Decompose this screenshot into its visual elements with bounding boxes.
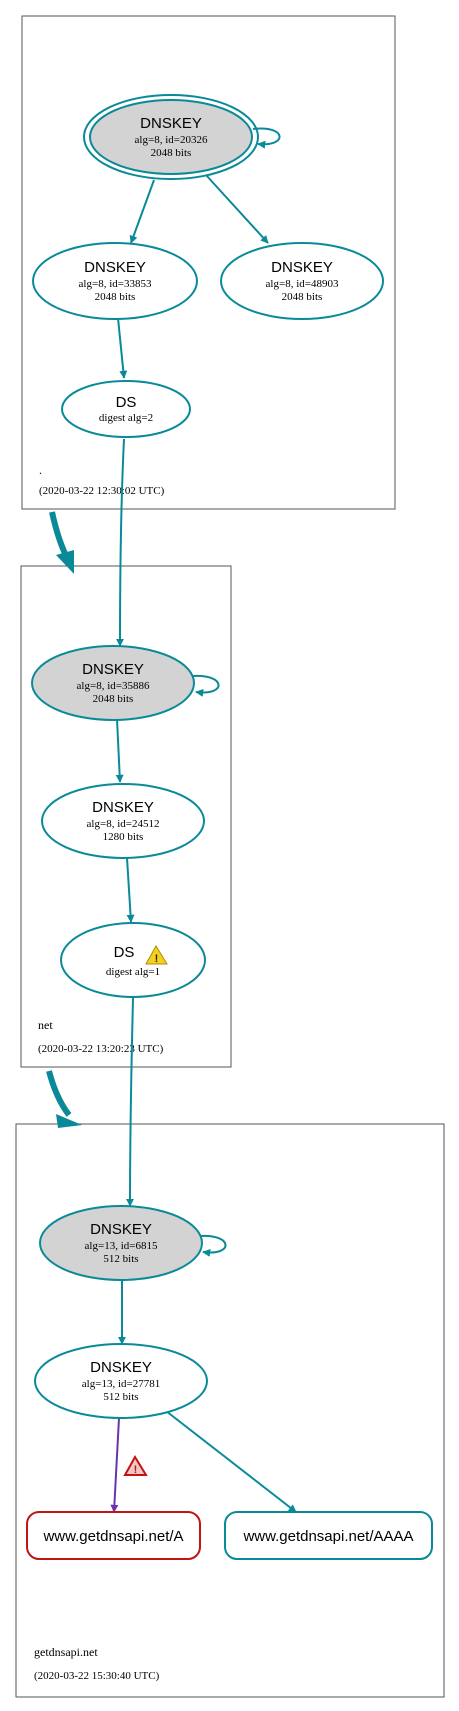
node-root-zsk1-line2: 2048 bits <box>95 291 136 303</box>
node-root-ksk-title: DNSKEY <box>140 115 202 132</box>
svg-text:!: ! <box>155 953 159 965</box>
node-rr-a-label: www.getdnsapi.net/A <box>42 1528 183 1545</box>
edge-root-ds-net-ksk <box>116 438 125 647</box>
node-net-ds-line1: digest alg=1 <box>106 966 160 978</box>
delegation-arrow-net-getdnsapi <box>46 1070 82 1128</box>
node-net-zsk-line2: 1280 bits <box>103 831 144 843</box>
zone-getdnsapi-timestamp: (2020-03-22 15:30:40 UTC) <box>34 1670 160 1682</box>
warning-triangle-icon: ! <box>145 945 168 965</box>
node-root-zsk1-title: DNSKEY <box>84 259 146 276</box>
node-gd-ksk-line2: 512 bits <box>103 1253 138 1265</box>
node-rr-a[interactable]: www.getdnsapi.net/A <box>26 1511 201 1560</box>
node-root-zsk2[interactable]: DNSKEY alg=8, id=48903 2048 bits <box>220 242 384 320</box>
node-root-zsk1-line1: alg=8, id=33853 <box>79 278 152 290</box>
edge-root-ksk-zsk2 <box>205 174 269 244</box>
edge-gd-ksk-self <box>199 1234 227 1257</box>
delegation-arrow-root-net <box>49 511 74 574</box>
node-root-ds-title: DS <box>116 394 137 411</box>
node-root-ksk-line2: 2048 bits <box>151 147 192 159</box>
node-rr-aaaa-label: www.getdnsapi.net/AAAA <box>242 1528 413 1545</box>
node-root-ds-line1: digest alg=2 <box>99 412 153 424</box>
edge-root-zsk1-ds <box>117 317 128 379</box>
node-net-ds[interactable]: DS ! digest alg=1 <box>60 922 206 998</box>
edge-net-ds-gd-ksk <box>126 997 135 1207</box>
node-net-ksk-line2: 2048 bits <box>93 693 134 705</box>
node-root-ksk[interactable]: DNSKEY alg=8, id=20326 2048 bits <box>83 94 259 180</box>
edge-root-ksk-zsk1 <box>129 179 155 244</box>
zone-root-box <box>21 15 396 510</box>
node-root-zsk1[interactable]: DNSKEY alg=8, id=33853 2048 bits <box>32 242 198 320</box>
zone-getdnsapi-box <box>15 1123 445 1698</box>
node-net-ksk-line1: alg=8, id=35886 <box>77 680 150 692</box>
edge-gd-zsk-rr-a <box>110 1417 120 1513</box>
node-root-zsk2-line1: alg=8, id=48903 <box>266 278 339 290</box>
node-gd-ksk-title: DNSKEY <box>90 1221 152 1238</box>
node-gd-ksk[interactable]: DNSKEY alg=13, id=6815 512 bits <box>39 1205 203 1281</box>
svg-text:!: ! <box>134 1464 138 1476</box>
edge-net-zsk-ds <box>126 857 135 923</box>
node-root-ds[interactable]: DS digest alg=2 <box>61 380 191 438</box>
node-root-zsk2-title: DNSKEY <box>271 259 333 276</box>
edge-net-ksk-zsk <box>115 718 124 783</box>
zone-net-box <box>20 565 232 1068</box>
node-net-ds-title: DS <box>114 944 135 961</box>
zone-root-timestamp: (2020-03-22 12:30:02 UTC) <box>39 485 165 497</box>
zone-root: . (2020-03-22 12:30:02 UTC) <box>21 15 396 510</box>
node-gd-zsk-line1: alg=13, id=27781 <box>82 1378 160 1390</box>
error-triangle-icon: ! <box>123 1455 148 1476</box>
node-root-ksk-line1: alg=8, id=20326 <box>135 134 208 146</box>
node-net-zsk-title: DNSKEY <box>92 799 154 816</box>
node-root-zsk2-line2: 2048 bits <box>282 291 323 303</box>
zone-root-name: . <box>39 463 42 477</box>
zone-net-timestamp: (2020-03-22 13:20:23 UTC) <box>38 1043 164 1055</box>
node-gd-zsk-line2: 512 bits <box>103 1391 138 1403</box>
zone-net-name: net <box>38 1018 53 1032</box>
zone-getdnsapi-name: getdnsapi.net <box>34 1645 98 1659</box>
node-net-ksk[interactable]: DNSKEY alg=8, id=35886 2048 bits <box>31 645 195 721</box>
node-gd-zsk-title: DNSKEY <box>90 1359 152 1376</box>
zone-getdnsapi: getdnsapi.net (2020-03-22 15:30:40 UTC) <box>15 1123 445 1698</box>
node-rr-aaaa[interactable]: www.getdnsapi.net/AAAA <box>224 1511 433 1560</box>
node-gd-zsk[interactable]: DNSKEY alg=13, id=27781 512 bits <box>34 1343 208 1419</box>
node-net-zsk[interactable]: DNSKEY alg=8, id=24512 1280 bits <box>41 783 205 859</box>
node-net-zsk-line1: alg=8, id=24512 <box>87 818 160 830</box>
edge-net-ksk-self <box>192 674 220 697</box>
edge-root-ksk-self <box>252 127 281 149</box>
edge-gd-zsk-rr-aaaa <box>165 1410 297 1513</box>
node-net-ksk-title: DNSKEY <box>82 661 144 678</box>
node-gd-ksk-line1: alg=13, id=6815 <box>85 1240 158 1252</box>
